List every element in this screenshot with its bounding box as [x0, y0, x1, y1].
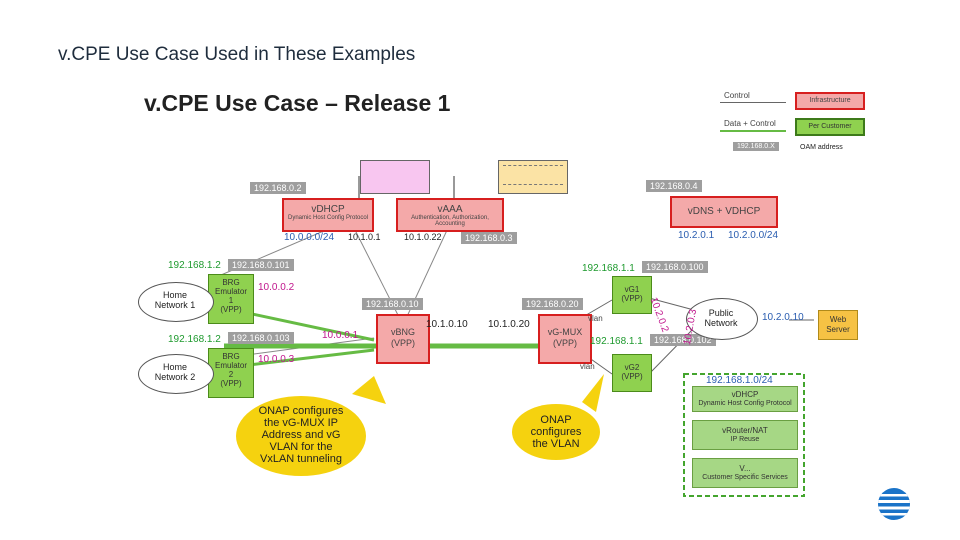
cust-vrouter-sub: IP Reuse — [730, 436, 760, 443]
cust-vdhcp-sub: Dynamic Host Config Protocol — [698, 400, 792, 407]
yellow-box — [498, 160, 568, 194]
vbng-title: vBNG — [390, 327, 415, 337]
legend-control-line — [720, 102, 786, 103]
vaaa-title: vAAA — [437, 204, 463, 215]
brg1-line3: 1 — [228, 296, 234, 305]
oam-vg1: 192.168.0.100 — [642, 261, 708, 273]
ip-vg1-lan: 192.168.1.1 — [582, 263, 635, 274]
diagram-title: v.CPE Use Case – Release 1 — [144, 90, 451, 116]
vdhcp-title: vDHCP — [311, 204, 345, 215]
brg2-line3: 2 — [228, 370, 234, 379]
oam-vdhcp: 192.168.0.2 — [250, 182, 306, 194]
callout-left-line4: VLAN for the — [269, 441, 333, 453]
vg1-title: vG1 — [624, 285, 640, 294]
slide-title: v.CPE Use Case Used in These Examples — [58, 44, 416, 65]
cust-vdhcp-title: vDHCP — [731, 390, 759, 399]
brg2-line2: Emulator — [214, 361, 247, 370]
ip-cust-net: 192.168.1.0/24 — [706, 375, 773, 386]
callout-right-line1: ONAP — [540, 414, 572, 426]
oam-vbng: 192.168.0.10 — [362, 298, 423, 310]
pink-box — [360, 160, 430, 194]
cust-vx-sub: Customer Specific Services — [702, 474, 788, 481]
vdhcp-box: vDHCP Dynamic Host Config Protocol — [282, 198, 374, 232]
vgmux-title: vG-MUX — [547, 327, 583, 337]
ip-net-10-0-0: 10.0.0.0/24 — [284, 232, 335, 243]
cust-vrouter-title: vRouter/NAT — [722, 426, 768, 435]
legend-oam-label: OAM address — [800, 144, 843, 151]
cust-vdhcp-box: vDHCP Dynamic Host Config Protocol — [692, 386, 798, 412]
vg1-box: vG1 (VPP) — [612, 276, 652, 314]
legend-data-control: Data + Control — [724, 119, 776, 128]
callout-left-line2: the vG-MUX IP — [264, 417, 338, 429]
oam-vdns: 192.168.0.4 — [646, 180, 702, 192]
brg1-line4: (VPP) — [220, 305, 242, 314]
oam-vgmux: 192.168.0.20 — [522, 298, 583, 310]
ip-vbng-1-1: 10.1.0.1 — [348, 232, 381, 242]
vdhcp-subtitle: Dynamic Host Config Protocol — [287, 215, 369, 221]
brg2-line4: (VPP) — [220, 379, 242, 388]
brg1-box: BRG Emulator 1 (VPP) — [208, 274, 254, 324]
oam-brg1: 192.168.0.101 — [228, 259, 294, 271]
vg2-title: vG2 — [624, 363, 640, 372]
ip-vdns-2-1: 10.2.0.1 — [678, 230, 715, 241]
web-server-box: Web Server — [818, 310, 858, 340]
vgmux-box: vG-MUX (VPP) — [538, 314, 592, 364]
home2-line2: Network 2 — [154, 372, 196, 382]
cust-vx-title: V... — [739, 464, 751, 473]
callout-left-line1: ONAP configures — [258, 405, 344, 417]
vlan-label-b: vlan — [580, 362, 595, 371]
vdns-box: vDNS + VDHCP — [670, 196, 778, 228]
ip-net-10-2-0: 10.2.0.0/24 — [728, 230, 779, 241]
vgmux-subtitle: (VPP) — [552, 338, 577, 348]
vg2-subtitle: (VPP) — [621, 372, 643, 381]
ip-vg2-lan: 192.168.1.1 — [590, 336, 643, 347]
vg1-subtitle: (VPP) — [621, 294, 643, 303]
callout-left: ONAP configures the vG-MUX IP Address an… — [236, 396, 366, 476]
callout-left-line5: VxLAN tunneling — [260, 453, 342, 465]
globe-logo-icon — [878, 488, 910, 520]
web-server-line2: Server — [826, 325, 850, 334]
vg2-box: vG2 (VPP) — [612, 354, 652, 392]
ip-vgmux-in: 10.1.0.20 — [488, 319, 530, 330]
vlan-label-a: vlan — [588, 314, 603, 323]
vaaa-box: vAAA Authentication, Authorization, Acco… — [396, 198, 504, 232]
ip-vbng-1-22: 10.1.0.22 — [404, 232, 442, 242]
diagram-canvas: v.CPE Use Case – Release 1 Control Data … — [124, 78, 865, 498]
brg1-title: BRG — [222, 278, 240, 287]
ip-webserver: 10.2.0.10 — [762, 312, 804, 323]
cust-vx-box: V... Customer Specific Services — [692, 458, 798, 488]
home1-line1: Home — [162, 290, 187, 300]
legend-infrastructure: Infrastructure — [795, 92, 865, 110]
ip-brg1-wan: 10.0.0.2 — [258, 282, 295, 293]
brg1-line2: Emulator — [214, 287, 247, 296]
home1-line2: Network 1 — [154, 300, 196, 310]
legend-per-customer: Per Customer — [795, 118, 865, 136]
public-line1: Public — [708, 308, 734, 318]
ip-brg1-lan: 192.168.1.2 — [168, 260, 221, 271]
oam-brg2: 192.168.0.103 — [228, 332, 294, 344]
oam-vaaa: 192.168.0.3 — [461, 232, 517, 244]
vbng-box: vBNG (VPP) — [376, 314, 430, 364]
vaaa-subtitle: Authentication, Authorization, Accountin… — [411, 215, 489, 227]
ip-brg2-lan: 192.168.1.2 — [168, 334, 221, 345]
brg2-box: BRG Emulator 2 (VPP) — [208, 348, 254, 398]
brg2-title: BRG — [222, 352, 240, 361]
cust-vrouter-box: vRouter/NAT IP Reuse — [692, 420, 798, 450]
legend-oam-tag: 192.168.0.X — [733, 142, 779, 151]
web-server-line1: Web — [829, 315, 847, 324]
callout-right-line2: configures — [530, 426, 582, 438]
legend-control: Control — [724, 91, 750, 100]
legend-data-line — [720, 130, 786, 132]
home2-line1: Home — [162, 362, 187, 372]
callout-left-line3: Address and vG — [261, 429, 341, 441]
callout-right: ONAP configures the VLAN — [512, 404, 600, 460]
vbng-subtitle: (VPP) — [390, 338, 415, 348]
oam-vg2: 192.168.0.102 — [650, 334, 716, 346]
ip-brg2-wan: 10.0.0.3 — [258, 354, 295, 365]
ip-vbng-out: 10.1.0.10 — [426, 319, 468, 330]
callout-right-line3: the VLAN — [532, 438, 580, 450]
callout-pointers — [352, 374, 604, 412]
public-line2: Network — [704, 318, 738, 328]
ip-vbng-in: 10.0.0.1 — [322, 330, 359, 341]
